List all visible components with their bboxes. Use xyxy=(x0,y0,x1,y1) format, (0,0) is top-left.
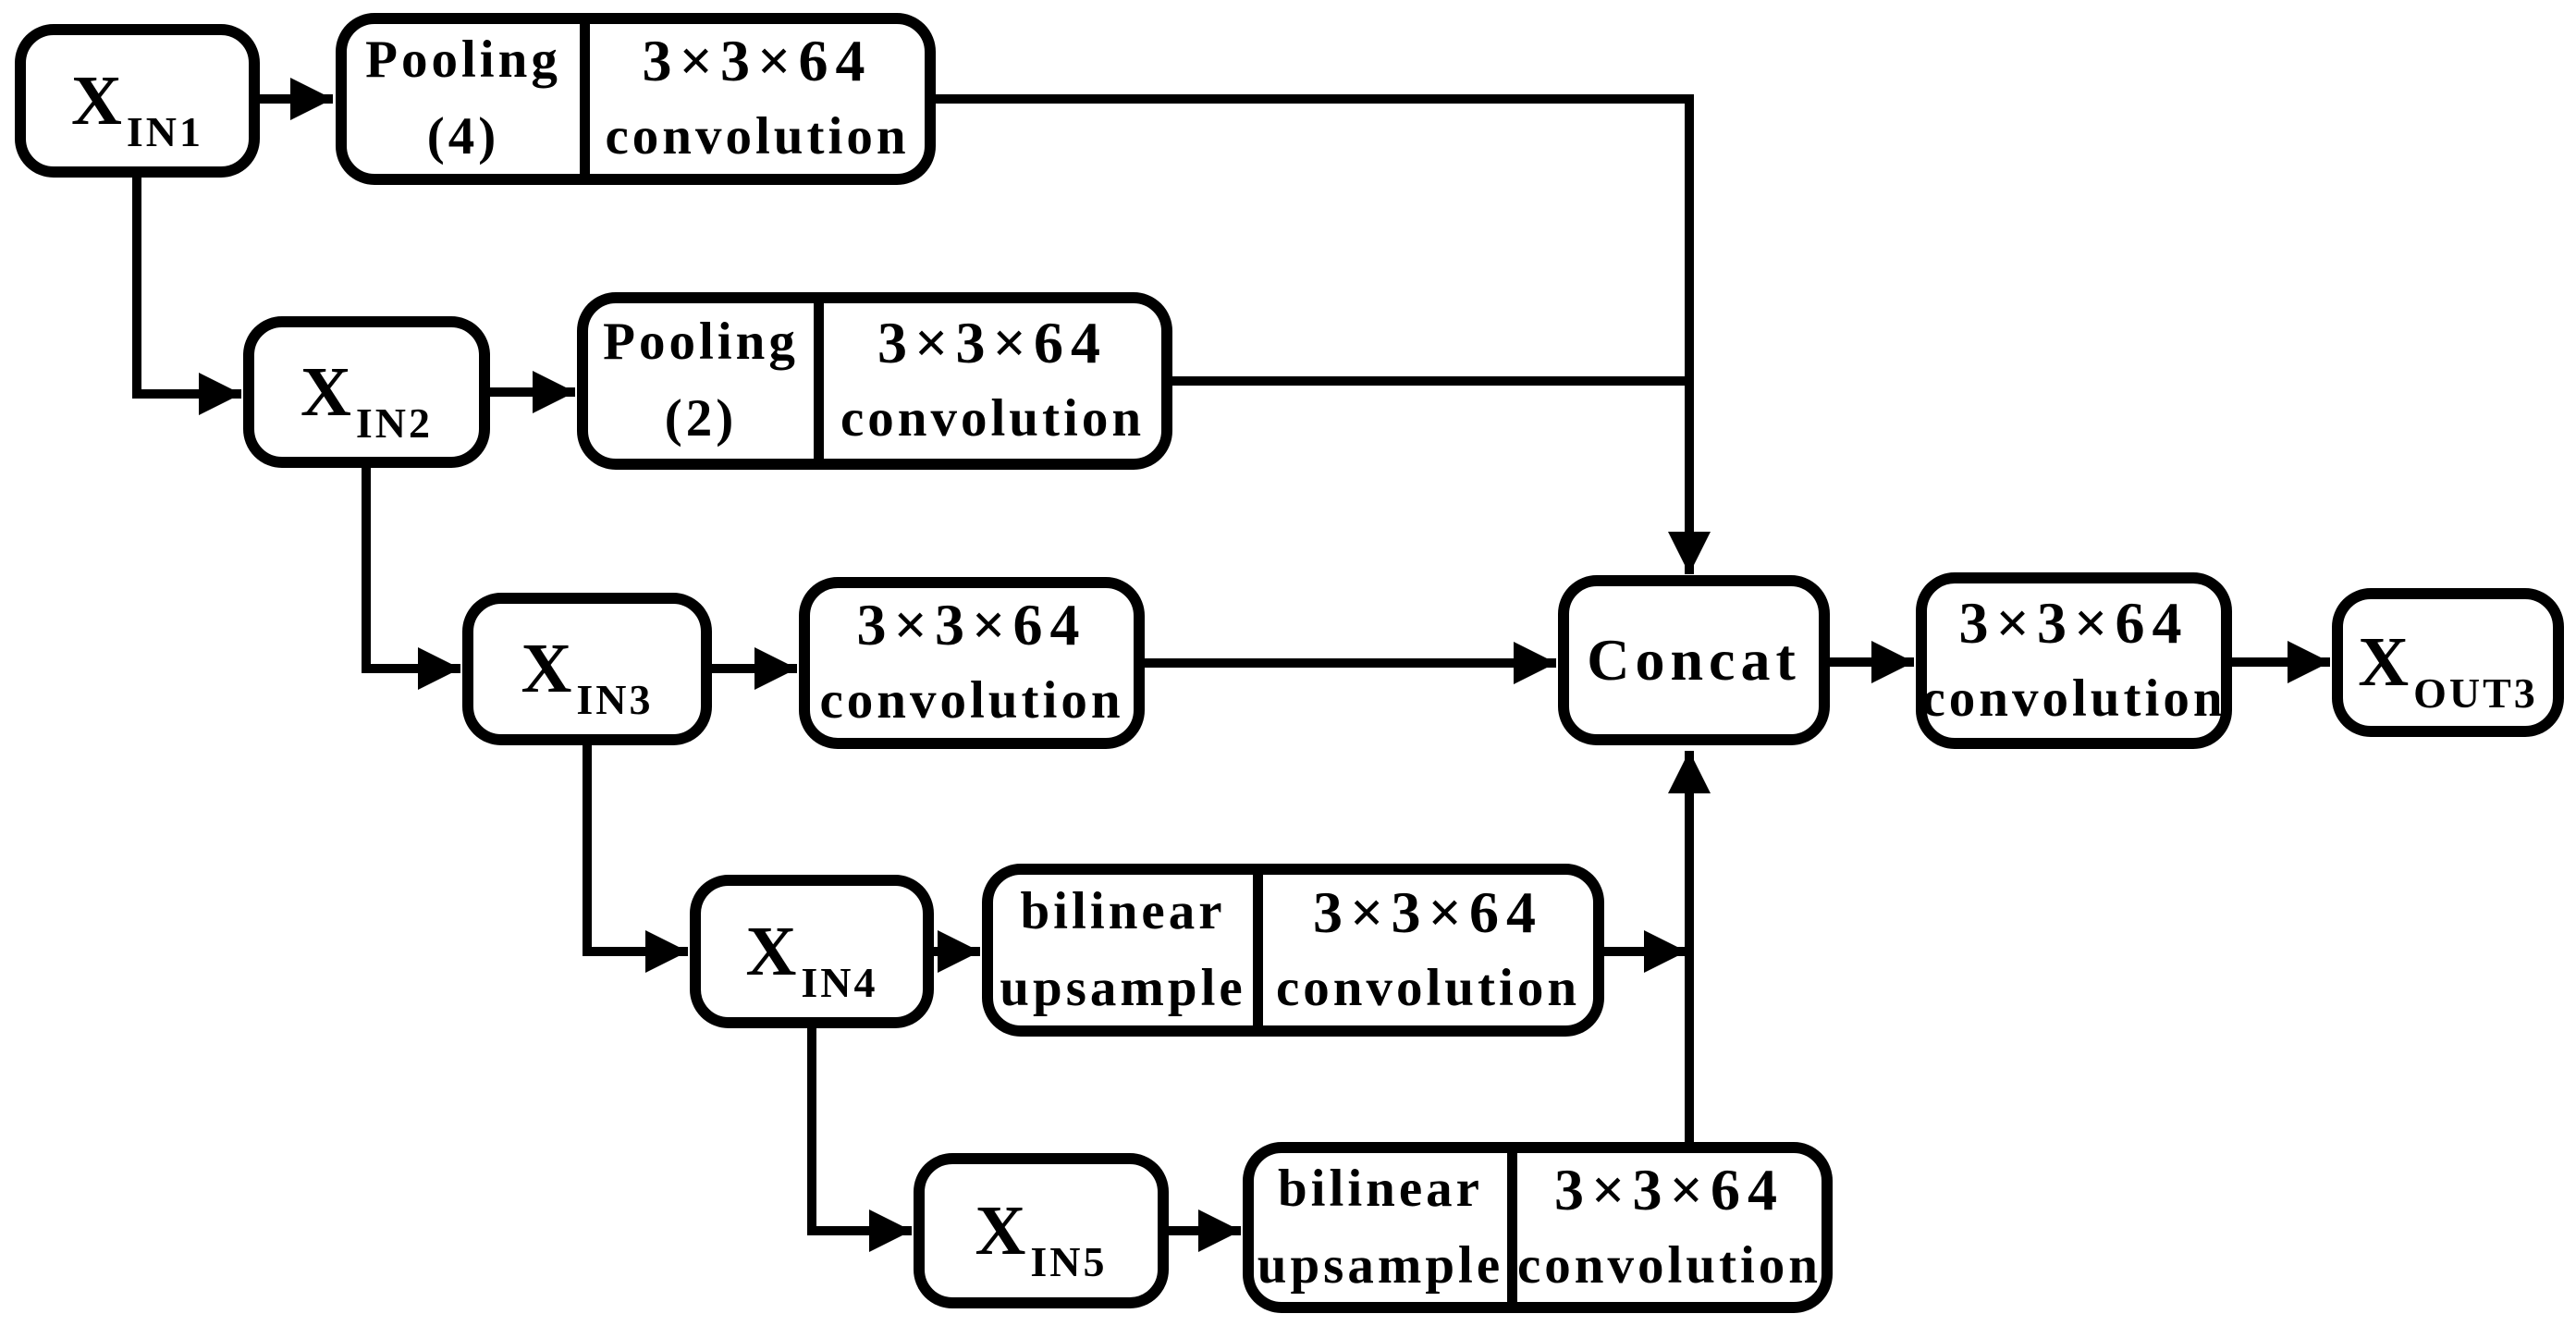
conv1-word: convolution xyxy=(605,107,910,166)
node-xin1: XIN1 xyxy=(15,24,260,178)
conv3-word: convolution xyxy=(819,671,1124,731)
upsample5-line2: upsample xyxy=(1257,1235,1504,1295)
conv-out-word: convolution xyxy=(1921,669,2226,728)
conv-after-upsample4-cell: 3×3×64 convolution xyxy=(1253,875,1593,1025)
node-upsample4-conv-block: bilinear upsample 3×3×64 convolution xyxy=(982,864,1604,1037)
conv3-dims: 3×3×64 xyxy=(856,592,1087,658)
node-concat: Concat xyxy=(1558,575,1830,745)
upsample5-line1: bilinear xyxy=(1277,1159,1483,1218)
pooling2-line2: (2) xyxy=(664,389,738,448)
upsample5-cell: bilinear upsample xyxy=(1254,1153,1507,1302)
arrow-xin2-to-xin3 xyxy=(362,466,460,690)
arrow-xin3-to-xin4 xyxy=(583,743,688,973)
conv4-word: convolution xyxy=(1275,958,1581,1017)
xin5-label: XIN5 xyxy=(975,1191,1108,1285)
conv4-dims: 3×3×64 xyxy=(1313,878,1543,945)
pooling4-line1: Pooling xyxy=(365,31,561,90)
pooling4-cell: Pooling (4) xyxy=(347,24,580,174)
arrow-pooling4-to-concat xyxy=(936,94,1711,574)
xin2-label: XIN2 xyxy=(300,352,433,447)
xout3-label: XOUT3 xyxy=(2358,623,2538,717)
node-pooling4-conv-block: Pooling (4) 3×3×64 convolution xyxy=(336,13,936,185)
upsample4-line1: bilinear xyxy=(1020,881,1226,940)
conv2-dims: 3×3×64 xyxy=(877,310,1108,376)
xin4-label: XIN4 xyxy=(745,912,878,1006)
node-xin5: XIN5 xyxy=(914,1153,1169,1308)
conv-out-dims: 3×3×64 xyxy=(1958,589,2190,656)
conv5-dims: 3×3×64 xyxy=(1554,1156,1785,1222)
node-xin3: XIN3 xyxy=(462,593,712,745)
concat-label: Concat xyxy=(1587,627,1801,693)
conv-after-upsample5-cell: 3×3×64 convolution xyxy=(1506,1153,1822,1302)
xin3-label: XIN3 xyxy=(521,630,654,723)
conv5-word: convolution xyxy=(1516,1235,1822,1295)
node-upsample5-conv-block: bilinear upsample 3×3×64 convolution xyxy=(1243,1142,1833,1313)
node-conv-xin3: 3×3×64 convolution xyxy=(799,577,1145,749)
node-pooling2-conv-block: Pooling (2) 3×3×64 convolution xyxy=(577,292,1172,470)
pooling2-cell: Pooling (2) xyxy=(588,303,814,459)
conv-after-pooling4-cell: 3×3×64 convolution xyxy=(580,24,925,174)
arrow-xin4-to-xin5 xyxy=(807,1026,912,1252)
arrow-xin1-to-xin2 xyxy=(132,176,241,415)
pooling4-line2: (4) xyxy=(426,107,500,166)
conv-after-pooling2-cell: 3×3×64 convolution xyxy=(814,303,1161,459)
node-xin4: XIN4 xyxy=(690,875,934,1028)
conv1-dims: 3×3×64 xyxy=(642,28,873,94)
conv2-word: convolution xyxy=(840,389,1146,448)
node-conv-output: 3×3×64 convolution xyxy=(1916,572,2232,749)
pooling2-line1: Pooling xyxy=(603,313,799,372)
xin1-label: XIN1 xyxy=(70,61,203,155)
upsample4-cell: bilinear upsample xyxy=(993,875,1253,1025)
node-xout3: XOUT3 xyxy=(2332,588,2564,737)
node-xin2: XIN2 xyxy=(243,316,490,468)
upsample4-line2: upsample xyxy=(1000,958,1246,1017)
